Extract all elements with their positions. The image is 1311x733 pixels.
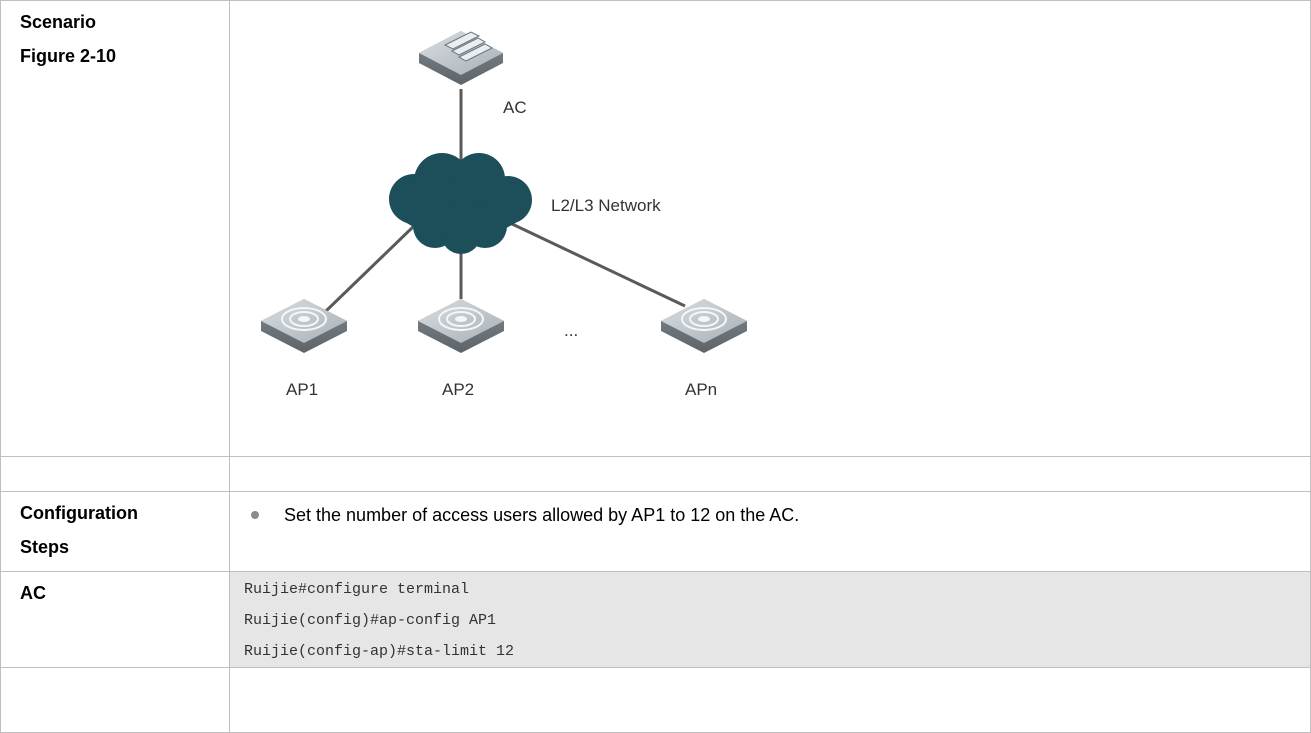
link-network-ap1 — [324, 223, 417, 313]
tail-header-cell — [0, 667, 230, 733]
step-item: Set the number of access users allowed b… — [231, 493, 1310, 533]
bullet-icon — [251, 511, 259, 519]
cli-line: Ruijie(config-ap)#sta-limit 12 — [244, 643, 515, 660]
ac-label: AC — [503, 98, 527, 117]
tail-row — [0, 667, 1311, 733]
ac-row-label: AC — [20, 583, 46, 603]
steps-label: Steps — [20, 537, 70, 557]
ac-header-cell: AC — [0, 571, 230, 668]
ap2-icon — [418, 299, 504, 353]
cli-block: Ruijie#configure terminal Ruijie(config)… — [231, 573, 1310, 667]
ac-controller-icon — [419, 31, 503, 85]
configuration-steps-header-cell: Configuration Steps — [0, 491, 230, 572]
ac-command-row: AC Ruijie#configure terminal Ruijie(conf… — [0, 571, 1311, 668]
tail-content-cell — [229, 667, 1311, 733]
scenario-label: Scenario — [20, 12, 97, 32]
configuration-steps-row: Configuration Steps Set the number of ac… — [0, 491, 1311, 572]
scenario-header-cell: Scenario Figure 2-10 — [0, 0, 230, 457]
configuration-steps-cell: Set the number of access users allowed b… — [229, 491, 1311, 572]
figure-label: Figure 2-10 — [20, 46, 117, 66]
network-diagram: AC L2/L3 Network ... AP1 AP2 APn — [231, 2, 1310, 456]
blank-content-cell — [229, 456, 1311, 492]
diagram-cell: AC L2/L3 Network ... AP1 AP2 APn — [229, 0, 1311, 457]
ap1-icon — [261, 299, 347, 353]
link-network-apn — [509, 221, 686, 308]
scenario-row: Scenario Figure 2-10 — [0, 0, 1311, 457]
topology-svg — [261, 31, 747, 353]
apn-label: APn — [685, 380, 718, 399]
apn-icon — [661, 299, 747, 353]
cloud-icon — [389, 153, 532, 254]
ap1-label: AP1 — [286, 380, 319, 399]
blank-header-cell — [0, 456, 230, 492]
cli-cell: Ruijie#configure terminal Ruijie(config)… — [229, 571, 1311, 668]
cli-line: Ruijie(config)#ap-config AP1 — [244, 612, 497, 629]
ap2-label: AP2 — [442, 380, 475, 399]
ellipsis-label: ... — [564, 321, 579, 340]
blank-row — [0, 456, 1311, 492]
network-label: L2/L3 Network — [551, 196, 661, 215]
cli-line: Ruijie#configure terminal — [244, 581, 470, 598]
configuration-label: Configuration — [20, 503, 138, 523]
step-text: Set the number of access users allowed b… — [284, 505, 800, 525]
